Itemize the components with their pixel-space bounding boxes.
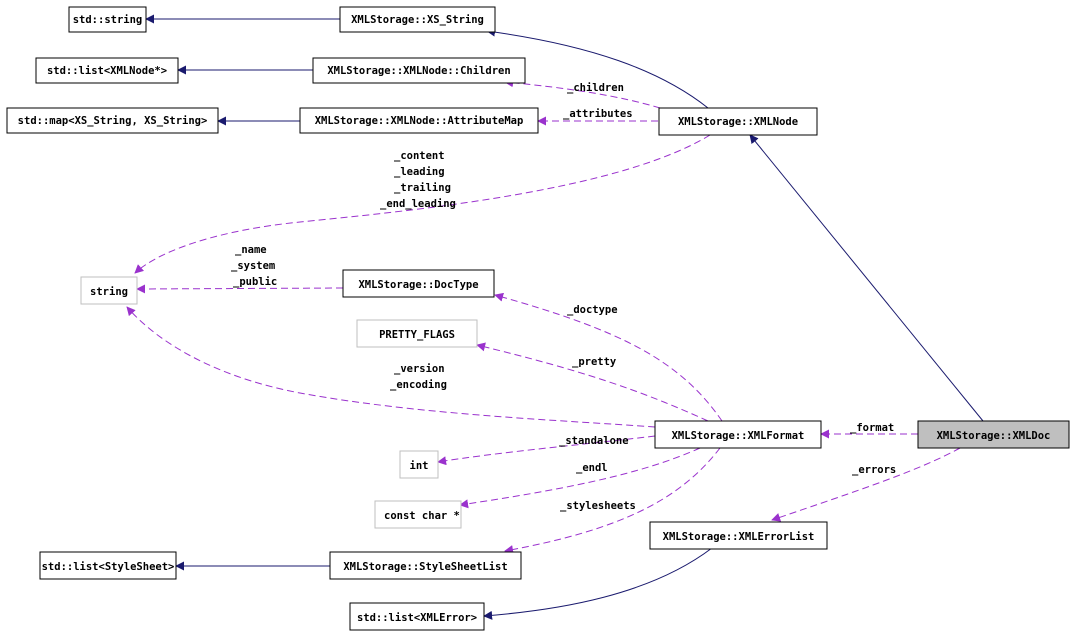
- node-label: std::string: [73, 14, 143, 26]
- edge-xmlerrorlist-to-std-list: [483, 547, 713, 620]
- edge-label-endl: _endl: [576, 462, 608, 474]
- edge-label-public: _public: [233, 276, 277, 288]
- node-label: string: [90, 286, 128, 298]
- node-label: XMLStorage::DocType: [358, 279, 478, 291]
- node-xs-string[interactable]: XMLStorage::XS_String: [339, 6, 496, 33]
- edge-label-format: _format: [850, 422, 894, 434]
- node-doctype[interactable]: XMLStorage::DocType: [342, 269, 495, 298]
- edge-usage-name: [136, 284, 344, 294]
- edge-label-name: _name: [235, 244, 267, 256]
- node-string[interactable]: string: [80, 276, 138, 305]
- edge-usage-stylesheets: [504, 447, 721, 554]
- node-std-list-xmlerror[interactable]: std::list<XMLError>: [349, 602, 485, 631]
- node-label: int: [410, 460, 429, 472]
- node-label: std::map<XS_String, XS_String>: [18, 115, 208, 127]
- node-label: XMLStorage::XS_String: [351, 14, 484, 26]
- node-attribute-map[interactable]: XMLStorage::XMLNode::AttributeMap: [299, 107, 539, 134]
- edge-usage-standalone: [437, 435, 656, 466]
- edge-label-standalone: _standalone: [559, 435, 629, 447]
- node-label: XMLStorage::XMLDoc: [937, 430, 1051, 442]
- edge-label-content: _content: [394, 150, 445, 162]
- nodes: std::string XMLStorage::XS_String std::l…: [6, 6, 1070, 631]
- edge-label-trailing: _trailing: [394, 182, 451, 194]
- node-label: std::list<StyleSheet>: [42, 561, 175, 573]
- edge-label-leading: _leading: [394, 166, 445, 178]
- node-xmlnode[interactable]: XMLStorage::XMLNode: [658, 107, 818, 136]
- edge-xmlnode-to-xs-string: [486, 27, 709, 109]
- node-xmldoc[interactable]: XMLStorage::XMLDoc: [917, 420, 1070, 449]
- node-children[interactable]: XMLStorage::XMLNode::Children: [312, 57, 526, 84]
- edge-label-end-leading: _end_leading: [380, 198, 456, 210]
- edge-usage-children: [504, 78, 661, 109]
- edge-label-encoding: _encoding: [390, 379, 447, 391]
- node-label: XMLStorage::XMLNode::AttributeMap: [315, 115, 524, 127]
- node-const-char[interactable]: const char *: [374, 500, 462, 529]
- edge-label-attributes: _attributes: [563, 108, 633, 120]
- edge-label-pretty: _pretty: [572, 356, 617, 368]
- edge-usage-content: [134, 134, 711, 274]
- node-label: XMLStorage::XMLErrorList: [663, 531, 815, 543]
- node-std-list-stylesheet[interactable]: std::list<StyleSheet>: [39, 551, 177, 580]
- edge-usage-errors: [771, 447, 961, 522]
- node-xmlerrorlist[interactable]: XMLStorage::XMLErrorList: [649, 521, 828, 550]
- node-std-list-xmlnode[interactable]: std::list<XMLNode*>: [35, 57, 179, 84]
- node-std-map[interactable]: std::map<XS_String, XS_String>: [6, 107, 219, 134]
- edges: [126, 14, 984, 620]
- edge-label-system: _system: [231, 260, 275, 272]
- node-label: std::list<XMLError>: [357, 612, 477, 624]
- edge-usage-version: [126, 306, 656, 428]
- node-label: XMLStorage::XMLNode: [678, 116, 798, 128]
- node-label: XMLStorage::XMLFormat: [672, 430, 805, 442]
- edge-label-stylesheets: _stylesheets: [560, 500, 636, 512]
- edge-label-doctype: _doctype: [567, 304, 618, 316]
- edge-label-errors: _errors: [852, 464, 896, 476]
- edge-label-version: _version: [394, 363, 445, 375]
- node-label: std::list<XMLNode*>: [47, 65, 167, 77]
- node-label: XMLStorage::XMLNode::Children: [327, 65, 510, 77]
- node-stylesheetlist[interactable]: XMLStorage::StyleSheetList: [329, 551, 522, 580]
- node-label: XMLStorage::StyleSheetList: [343, 561, 507, 573]
- node-xmlformat[interactable]: XMLStorage::XMLFormat: [654, 420, 822, 449]
- node-std-string[interactable]: std::string: [68, 6, 147, 33]
- edge-xmldoc-to-xmlnode: [749, 134, 984, 422]
- edge-label-children: _children: [567, 82, 624, 94]
- edge-usage-endl: [459, 447, 701, 509]
- node-int[interactable]: int: [399, 450, 439, 479]
- node-pretty-flags[interactable]: PRETTY_FLAGS: [356, 319, 478, 348]
- node-label: PRETTY_FLAGS: [379, 329, 455, 341]
- node-label: const char *: [384, 510, 460, 522]
- edge-labels: _children _attributes _content _leading …: [231, 82, 896, 512]
- edge-usage-doctype: [494, 292, 723, 422]
- edge-usage-pretty: [476, 342, 709, 422]
